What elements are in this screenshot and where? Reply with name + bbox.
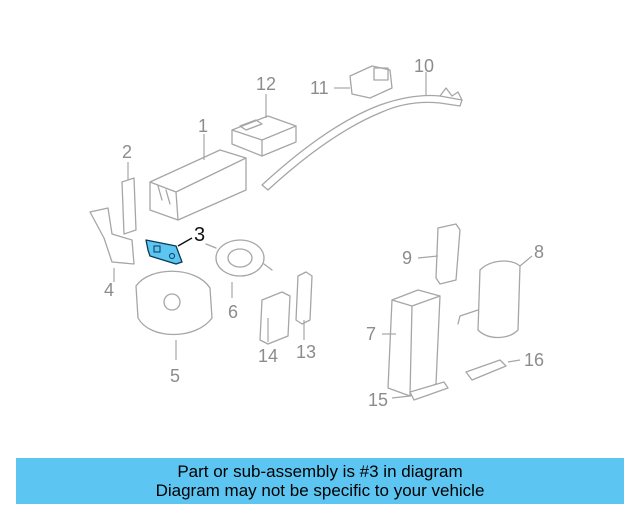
callout-2: 2	[122, 142, 132, 162]
part-11-sensor	[334, 65, 393, 99]
parts-diagram: 1 2 3 4 5 6 7 8 9 10 11 12 13 14 15 16	[89, 56, 544, 410]
part-13-sensor	[295, 271, 313, 340]
part-4-bracket	[89, 207, 135, 282]
part-6-clockspring	[205, 239, 273, 298]
part-7-knee-airbag	[382, 289, 441, 397]
part-2-bracket	[121, 162, 137, 235]
callout-9: 9	[402, 248, 412, 268]
callout-16: 16	[524, 350, 544, 370]
info-banner: Part or sub-assembly is #3 in diagram Di…	[16, 458, 624, 504]
part-12-control-module	[231, 94, 297, 157]
part-16-sensor	[465, 359, 521, 381]
part-3-bracket-highlighted	[145, 237, 193, 265]
callout-6: 6	[228, 302, 238, 322]
banner-disclaimer-line: Diagram may not be specific to your vehi…	[155, 481, 485, 500]
part-1-passenger-airbag	[149, 134, 247, 221]
callout-8: 8	[534, 242, 544, 262]
callout-13: 13	[296, 342, 316, 362]
callout-15: 15	[368, 390, 388, 410]
callout-1: 1	[198, 116, 208, 136]
part-10-curtain-airbag	[261, 72, 463, 191]
callout-5: 5	[170, 366, 180, 386]
banner-part-line: Part or sub-assembly is #3 in diagram	[177, 462, 463, 481]
callout-12: 12	[256, 74, 276, 94]
callout-7: 7	[366, 324, 376, 344]
callout-10: 10	[414, 56, 434, 76]
callout-4: 4	[104, 280, 114, 300]
part-9-sensor	[417, 223, 461, 285]
part-15-sensor	[391, 381, 449, 401]
part-8-side-airbag	[457, 255, 533, 339]
callout-14: 14	[258, 346, 278, 366]
callout-11: 11	[310, 78, 329, 98]
callout-3: 3	[194, 224, 205, 246]
part-14-bracket	[259, 291, 291, 345]
part-5-driver-airbag	[135, 270, 213, 360]
